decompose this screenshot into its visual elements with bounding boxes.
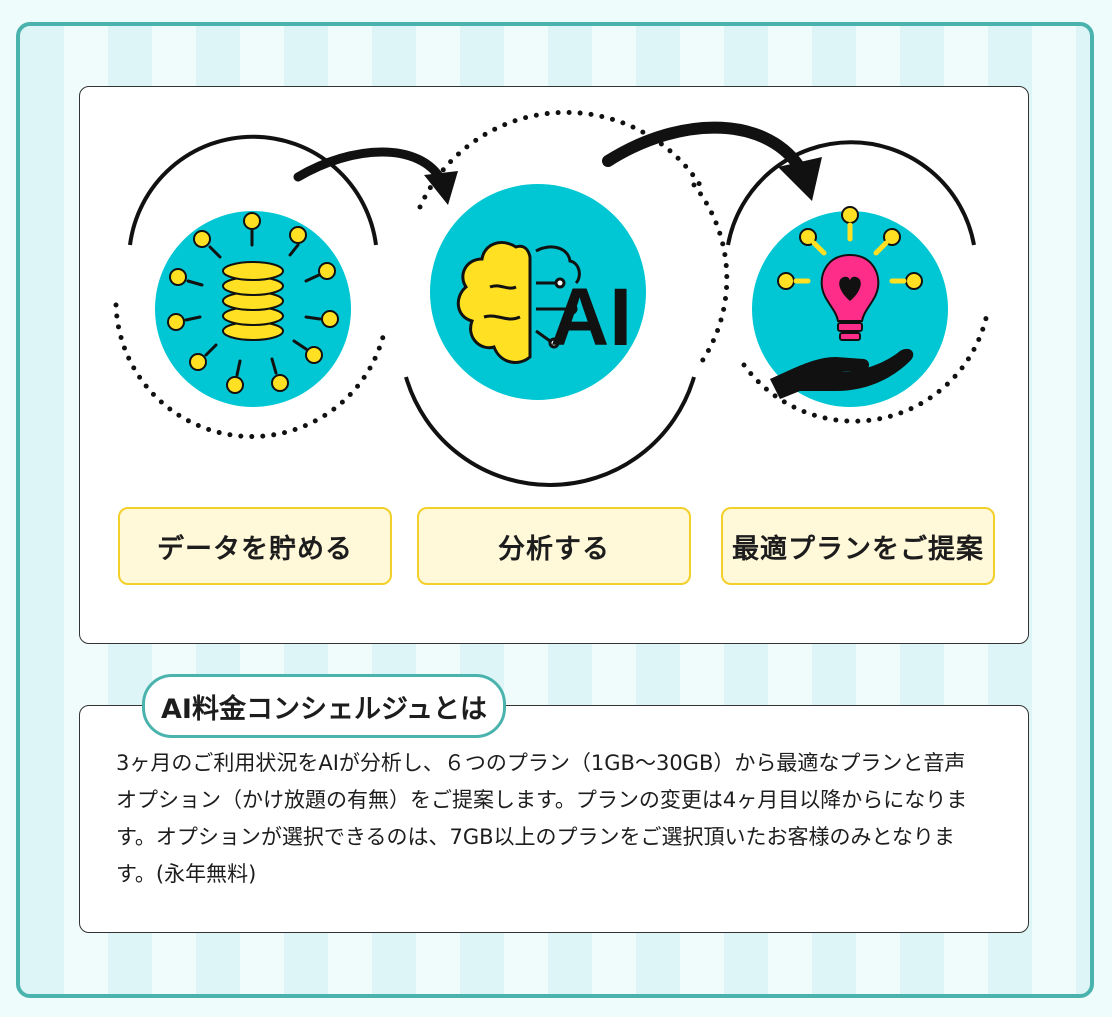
database-icon [155,211,351,407]
info-title: AI料金コンシェルジュとは [142,674,507,738]
arrow-icon [293,147,458,205]
step-label-propose-plan: 最適プランをご提案 [721,507,995,585]
info-card [79,705,1029,933]
step-label-store-data: データを貯める [118,507,392,585]
ai-text: AI [550,272,632,363]
ai-brain-icon: AI [430,184,646,400]
flow-diagram-card: AI データを貯める 分析する 最適プランをご提案 [79,86,1029,644]
lightbulb-heart-hand-icon [752,206,948,407]
flow-diagram: AI [113,109,991,487]
step2-ring [404,109,730,487]
step3-ring [726,140,991,424]
step-label-analyze: 分析する [417,507,691,585]
step1-ring [113,134,387,440]
info-body: 3ヶ月のご利用状況をAIが分析し、６つのプラン（1GB〜30GB）から最適なプラ… [116,751,968,886]
arrow-icon [602,121,822,201]
